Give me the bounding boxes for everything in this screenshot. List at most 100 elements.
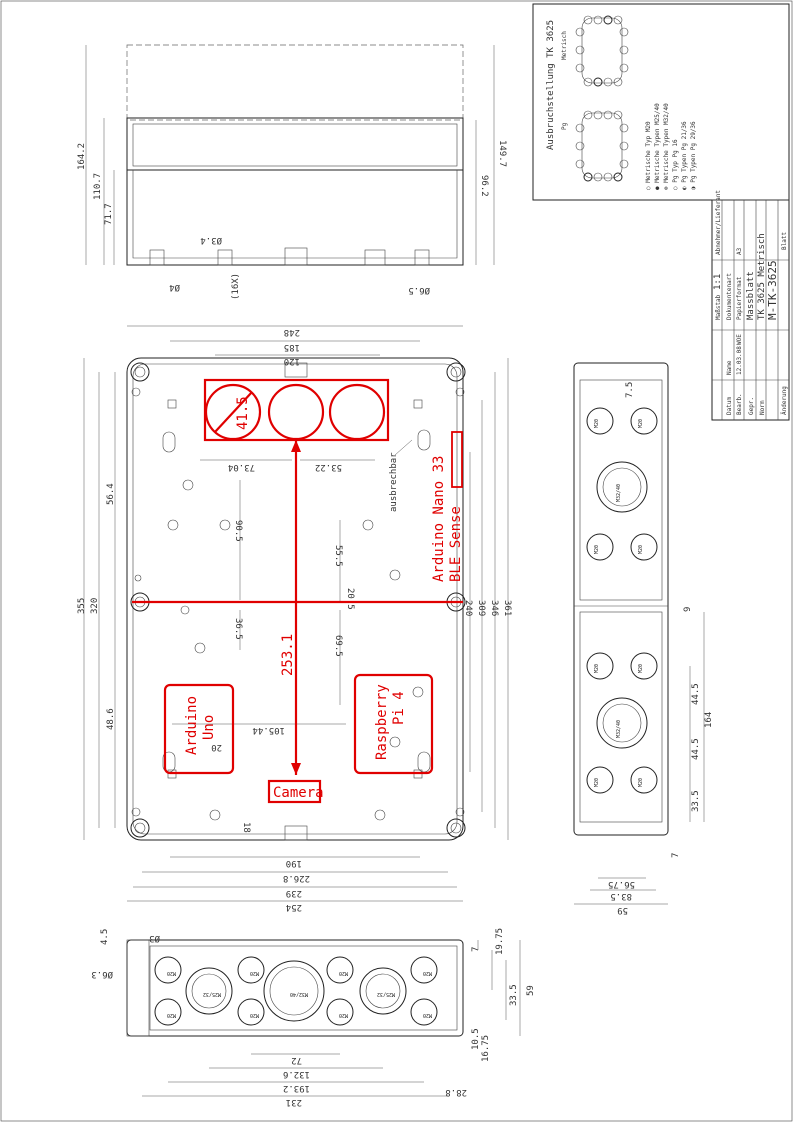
knockout-metric-box xyxy=(581,17,623,84)
knockout-pg-label: Pg xyxy=(561,122,568,130)
bv-dim-72: 72 xyxy=(291,1055,302,1065)
side-dim-110-7: 110.7 xyxy=(93,173,103,200)
connector-circle-middle xyxy=(267,383,325,441)
bv-dim-132-6: 132.6 xyxy=(283,1069,310,1079)
tb-paper-value: A3 xyxy=(736,247,743,255)
gland-label: M20 xyxy=(339,970,348,976)
side-dim-164-2: 164.2 xyxy=(77,143,87,170)
gland-label: M20 xyxy=(167,970,176,976)
tb-scale-value: 1:1 xyxy=(713,274,723,290)
side-dim-71-7: 71.7 xyxy=(104,203,114,225)
uno-label-2: Uno xyxy=(201,715,217,740)
pi-label-2: Pi 4 xyxy=(391,691,407,725)
inner-dim-36-5: 36.5 xyxy=(233,618,243,640)
inner-dim-20: 20 xyxy=(211,742,222,752)
gland-label: M25/32 xyxy=(377,991,395,997)
camera-label: Camera xyxy=(273,785,324,801)
diameter-line xyxy=(214,391,253,433)
bv-dim-16-75: 16.75 xyxy=(481,1035,491,1062)
gland-label: M20 xyxy=(250,970,259,976)
right-dim-309: 309 xyxy=(476,600,486,616)
knockout-pg-box xyxy=(581,112,623,179)
nano-label-1: Arduino Nano 33 xyxy=(431,456,447,582)
side-dim-96-2: 96.2 xyxy=(479,175,489,197)
legend-label: Pg Typen Pg 29/36 xyxy=(690,121,697,183)
top-dim-248: 248 xyxy=(284,327,300,337)
bv-dim-10-5: 10.5 xyxy=(471,1028,481,1050)
right-dim-361: 361 xyxy=(502,600,512,616)
left-dim-355: 355 xyxy=(77,598,87,614)
side-phi-3-4: Ø3.4 xyxy=(200,235,222,246)
legend-label: Metrische Typen M32/40 xyxy=(663,103,670,183)
legend-label: Metrische Typ M20 xyxy=(645,121,652,183)
tb-drawn-label: Bearb. xyxy=(736,393,743,415)
bot-dim-239: 239 xyxy=(286,888,302,898)
side-phi-4: Ø4 xyxy=(169,282,180,293)
connector-box xyxy=(203,378,390,442)
top-dim-120: 120 xyxy=(284,356,300,366)
title-block: Abnehmer/Lieferant Dokumentenart Maßstab… xyxy=(711,190,790,421)
legend-symbol: ○ xyxy=(672,186,679,190)
gland-label: M20 xyxy=(594,778,600,787)
gland-label: M20 xyxy=(638,419,644,428)
connector-circle-right xyxy=(328,383,386,441)
pi-board-box xyxy=(353,673,434,775)
bottom-view: M20 M25/32 M20 M32/40 M20 M25/32 M20 M20… xyxy=(91,928,536,1107)
rv-dim-7-5: 7.5 xyxy=(625,382,635,398)
knockout-panel: Ausbruchstellung TK 3625 Metrisch Pg ○ M… xyxy=(532,3,790,201)
tb-date-value: 12.03.08 xyxy=(736,346,743,375)
legend-symbol: ⊗ xyxy=(663,186,670,190)
bv-dim-28-8: 28.8 xyxy=(445,1087,467,1097)
bv-dim-7: 7 xyxy=(471,947,481,952)
legend-label: Pg Typ Pg 16 xyxy=(672,139,679,183)
rv-dim-33-5: 33.5 xyxy=(691,790,701,812)
gland-label: M20 xyxy=(250,1012,259,1018)
tb-paper-label: Papierformat xyxy=(736,276,743,320)
connector-circle-left xyxy=(204,383,262,441)
tb-checked-label: Gepr. xyxy=(748,397,755,415)
svg-text:○ Metrische Typ M20: ○ Metrische Typ M20 xyxy=(645,121,652,190)
bv-dim-193-2: 193.2 xyxy=(283,1083,310,1093)
ausbrechbar-label: ausbrechbar xyxy=(389,452,399,512)
nano-label-2: BLE Sense xyxy=(448,506,464,582)
right-dim-346: 346 xyxy=(489,600,499,616)
bv-phi-6-3: Ø6.3 xyxy=(91,969,113,980)
tb-customer: Abnehmer/Lieferant xyxy=(715,190,722,255)
knockout-legend: ○ Metrische Typ M20 ● Metrische Typen M2… xyxy=(645,103,697,190)
gland-label: M20 xyxy=(638,778,644,787)
gland-label: M20 xyxy=(594,545,600,554)
rv-dim-164: 164 xyxy=(704,712,714,728)
gland-label: M20 xyxy=(167,1012,176,1018)
right-glands: M20 M20 M32/40 M20 M20 M20 M20 M32/40 M2… xyxy=(586,407,658,794)
gland-label: M32/40 xyxy=(616,720,622,738)
side-dim-149-7: 149.7 xyxy=(497,140,507,167)
tb-drawn-by: WOE xyxy=(736,334,743,345)
legend-label: Metrische Typen M25/40 xyxy=(654,103,661,183)
diameter-label: 41.5 xyxy=(235,396,251,430)
legend-symbol: ○ xyxy=(645,186,652,190)
tb-title-1: Massblatt xyxy=(746,271,756,320)
rv-dim-7: 7 xyxy=(671,853,681,858)
knockout-title: Ausbruchstellung TK 3625 xyxy=(546,20,556,150)
tb-part-number: M-TK-3625 xyxy=(766,260,779,320)
tb-date-label: Datum xyxy=(726,397,733,415)
gland-label: M20 xyxy=(594,664,600,673)
svg-text:● Metrische Typen M25/40: ● Metrische Typen M25/40 xyxy=(654,103,661,190)
bv-dim-33-5: 33.5 xyxy=(509,984,519,1006)
gland-label: M20 xyxy=(339,1012,348,1018)
inner-dim-55-5: 55.5 xyxy=(333,545,343,567)
gland-label: M32/40 xyxy=(616,484,622,502)
bv-dim-19-75: 19.75 xyxy=(495,928,505,955)
gland-label: M32/40 xyxy=(290,991,308,997)
uno-board-box xyxy=(163,683,235,775)
bv-phi-3: Ø3 xyxy=(149,933,160,944)
tb-change-label: Änderung xyxy=(781,386,788,415)
left-dim-56-4: 56.4 xyxy=(106,483,116,505)
length-label: 253.1 xyxy=(280,634,296,676)
rv-dim-9: 9 xyxy=(683,607,693,612)
right-side-view: M20 M20 M32/40 M20 M20 M20 M20 M32/40 M2… xyxy=(573,362,714,915)
bv-dim-231: 231 xyxy=(286,1097,302,1107)
bot-dim-254: 254 xyxy=(286,902,302,912)
